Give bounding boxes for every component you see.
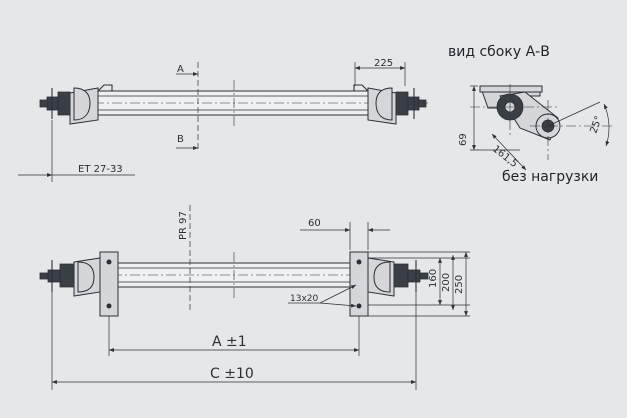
right-hub-top [367, 87, 427, 125]
right-hub-bottom [367, 257, 429, 297]
dim-hole: 13x20 [290, 294, 319, 304]
dim-pr: PR 97 [178, 211, 189, 240]
dim-et: ET 27-33 [78, 164, 123, 175]
angle-25: 25° [588, 115, 604, 135]
left-bracket [99, 251, 119, 317]
dim-250: 250 [454, 275, 465, 294]
no-load-caption: без нагрузки [502, 169, 598, 185]
right-bracket [349, 251, 369, 317]
dim-60: 60 [308, 218, 321, 229]
dim-c: C ±10 [210, 366, 254, 382]
dim-160: 160 [428, 269, 439, 288]
top-view: A B 225 ET 27-33 [18, 58, 430, 182]
dim-200: 200 [441, 273, 452, 292]
bottom-view: PR 97 60 160 200 250 13x20 A ±1 C ±10 [39, 205, 470, 390]
section-a-label: A [177, 64, 184, 75]
section-b-label: B [177, 134, 184, 145]
side-view-title: вид сбоку А-В [448, 44, 550, 60]
dim-225: 225 [374, 58, 393, 69]
left-hub-top [39, 87, 99, 125]
dim-a: A ±1 [212, 334, 247, 350]
left-hub-bottom [39, 257, 101, 297]
dim-69: 69 [458, 133, 469, 146]
side-view: вид сбоку А-В без нагрузки 69 161,5 25° [448, 44, 612, 185]
